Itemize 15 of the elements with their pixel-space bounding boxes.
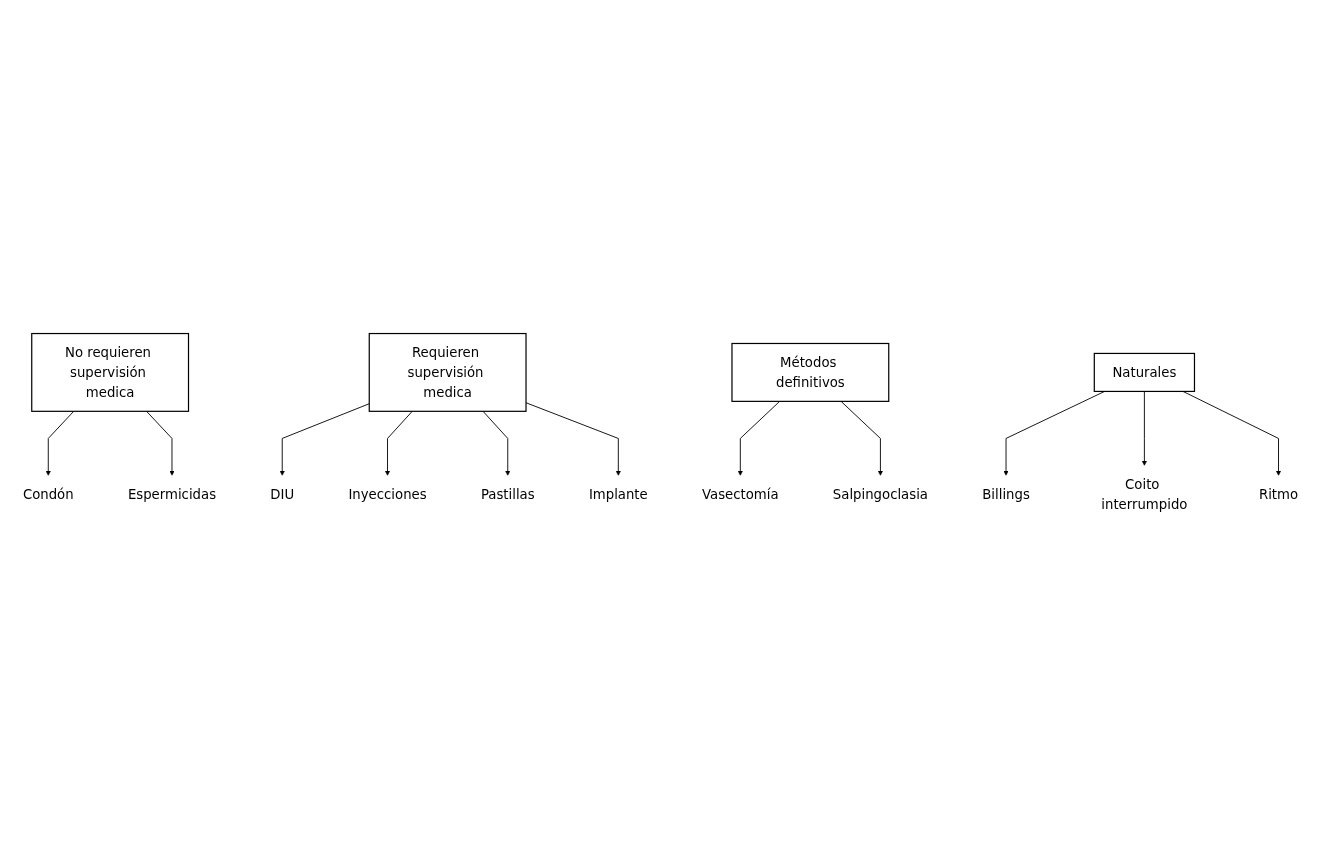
node-text: Pastillas (480, 486, 535, 503)
node-text: Espermicidas (127, 486, 217, 503)
node-text: DIU (270, 486, 295, 503)
node-box: No requieren supervisión medica (31, 332, 190, 412)
node-box: Métodos definitivos (731, 342, 890, 402)
node-box: Naturales (1093, 352, 1196, 393)
node-text: Salpingoclasia (832, 486, 928, 503)
node-text: Billings (982, 486, 1030, 503)
node-text: Inyecciones (348, 486, 427, 503)
node-text: Condón (22, 486, 74, 503)
node-text: Vasectomía (702, 486, 779, 503)
node-text: Ritmo (1258, 486, 1299, 503)
node-text: Coito interrumpido (1101, 477, 1188, 513)
node-text: Implante (588, 486, 648, 503)
node-box: Requieren supervisión medica (368, 332, 527, 412)
